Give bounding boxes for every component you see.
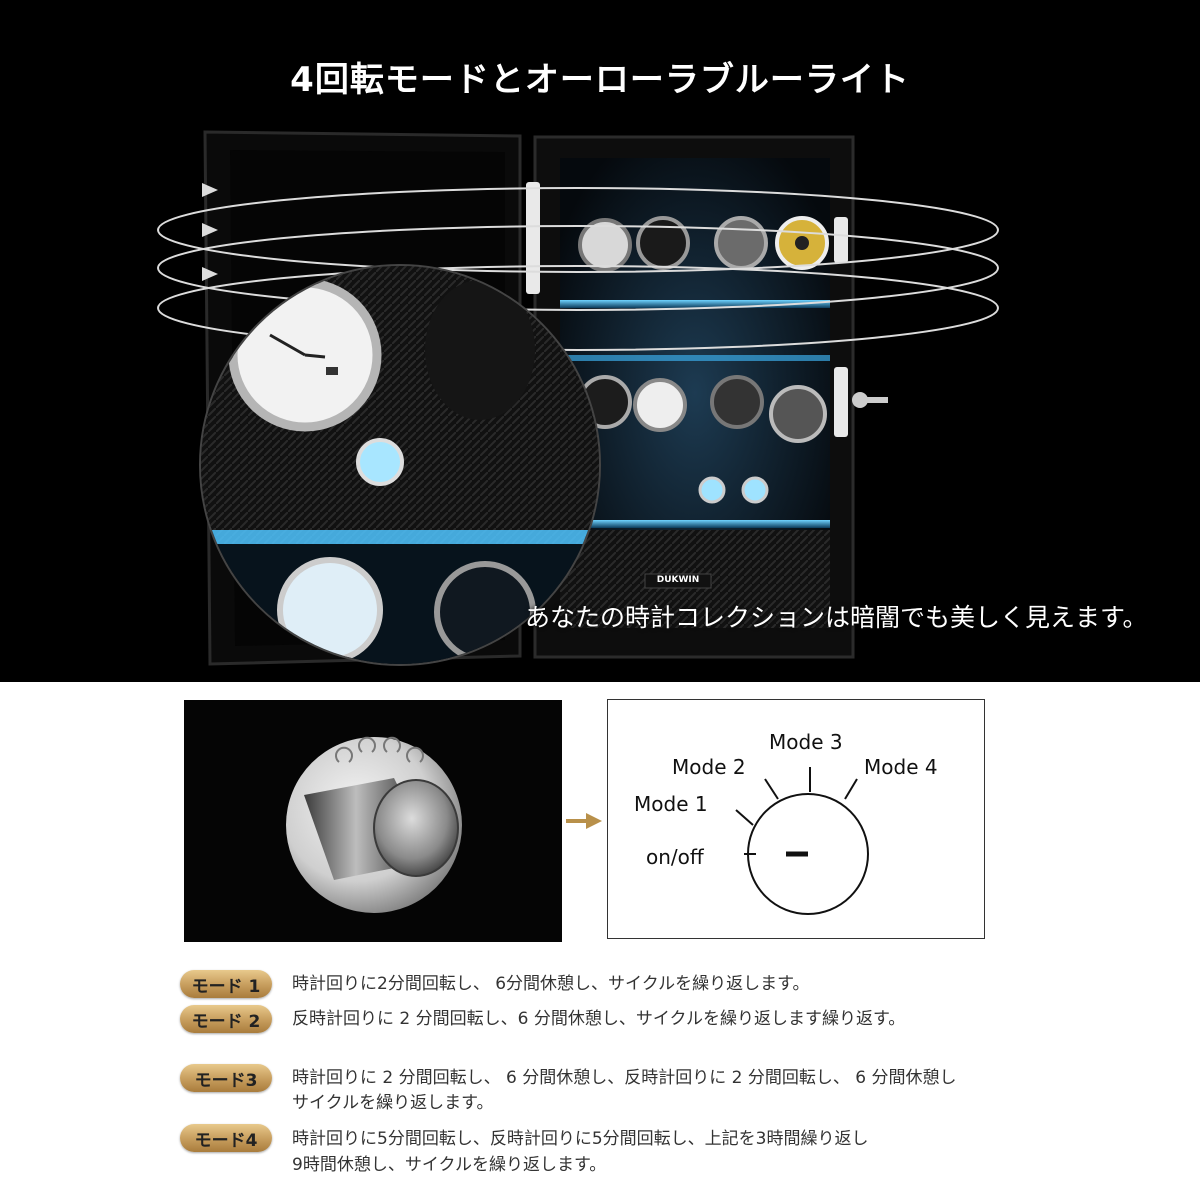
mode-badge: モード4 (180, 1124, 272, 1152)
mode-badge: モード 2 (180, 1005, 272, 1033)
hero-title: 4回転モードとオーローラブルーライト (290, 60, 910, 100)
mode-badge: モード3 (180, 1064, 272, 1092)
rotary-knob-illustration (286, 736, 462, 913)
rotation-arrow-icons (202, 183, 218, 281)
onoff-label: on/off (646, 845, 704, 869)
mode4-label: Mode 4 (864, 755, 938, 779)
hero-banner: 4回転モードとオーローラブルーライト あなたの時計コレクションは暗闇でも美しく見… (0, 0, 1200, 682)
mode-description: 時計回りに5分間回転し、反時計回りに5分間回転し、上記を3時間繰り返し (292, 1129, 869, 1149)
hero-subtitle: あなたの時計コレクションは暗闇でも美しく見えます。 (525, 603, 1148, 632)
mode-description: 時計回りに2分間回転し、 6分間休憩し、サイクルを繰り返します。 (292, 974, 810, 994)
mode2-label: Mode 2 (672, 755, 746, 779)
mode3-label: Mode 3 (769, 730, 843, 754)
mode-description: サイクルを繰り返します。 (292, 1093, 494, 1113)
rotation-rings (157, 187, 999, 351)
watch-winder-illustration (157, 130, 999, 666)
dial-icon (735, 767, 869, 915)
mode-description: 9時間休憩し、サイクルを繰り返します。 (292, 1155, 607, 1175)
brand-logo: DUKWIN (656, 575, 700, 585)
mode-description: 時計回りに 2 分間回転し、 6 分間休憩し、反時計回りに 2 分間回転し、 6… (292, 1068, 957, 1088)
knob-photo (184, 700, 562, 942)
mode-badge: モード 1 (180, 970, 272, 998)
arrow-right-icon (566, 813, 602, 829)
mode-dial-diagram: Mode 3 Mode 2 Mode 4 Mode 1 on/off (607, 699, 985, 939)
mode-description: 反時計回りに 2 分間回転し、6 分間休憩し、サイクルを繰り返します繰り返す。 (292, 1009, 906, 1029)
mode1-label: Mode 1 (634, 792, 708, 816)
